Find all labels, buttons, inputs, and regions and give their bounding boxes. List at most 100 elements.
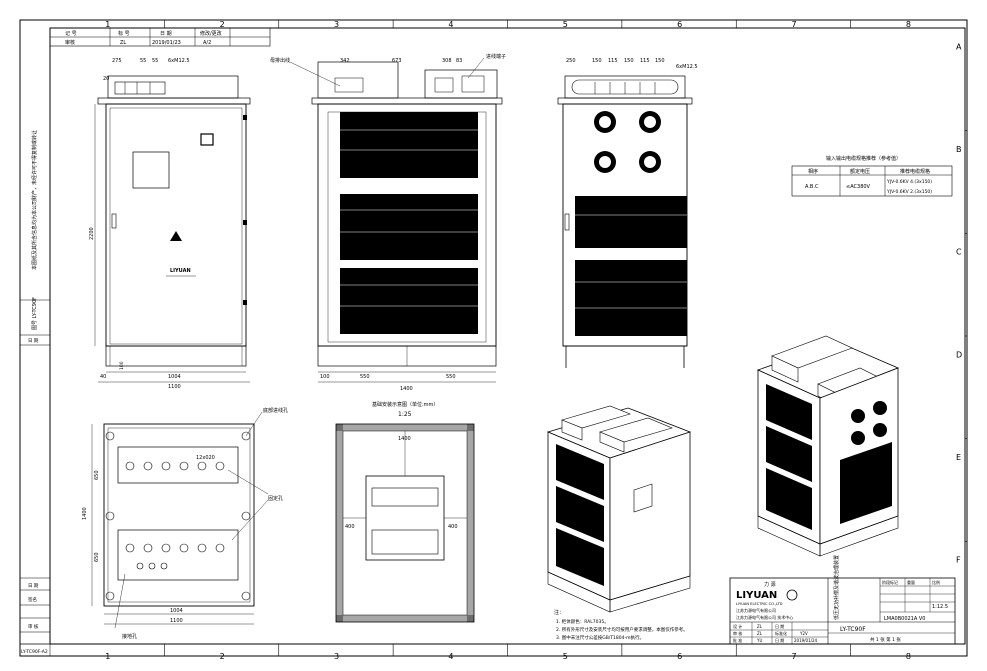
title-stage-label: 阶段标记 [882,579,898,585]
base-cutout-bottom [117,529,239,581]
front-indicator [200,133,214,146]
left-margin-strip: 本图纸及其所含信息均为本公司财产，未经许可不得复制或转让 图号 LY-TC90F… [19,130,51,657]
title-scale-value: 1:12.5 [932,604,948,610]
grid-col-label-top: 5 [563,20,568,29]
side-vent-lower [575,260,687,336]
rear-callout-terminal: 进线端子 [486,53,506,60]
rear-dim-4: 83 [456,58,462,64]
front-dim-2: 55 [140,58,146,64]
rear-vent-panel-middle [340,194,478,260]
base-dim-upper: 650 [94,470,100,480]
foundation-dim-right: 400 [448,524,458,530]
rear-vent-panel-bottom [340,268,478,334]
grid-row-label: F [956,556,961,565]
fan-icon [851,409,865,423]
rear-dim-half-left: 550 [360,374,370,380]
margin-corner-code: LY-TC90F-A2 [21,649,48,655]
margin-drawing-number: 图号 LY-TC90F [32,297,38,330]
grid-row-label: C [956,248,962,257]
grid-col-label-bottom: 6 [677,652,682,661]
iso-window [633,483,653,513]
grid-row-label: E [956,453,961,462]
rear-top-right-box [424,69,498,99]
grid-col-label-top: 1 [105,20,110,29]
base-dim-inner: 1004 [170,608,183,614]
notes-heading: 注： [554,609,564,616]
rev-header-label: 标 号 [118,30,130,37]
cable-header-spec: 推荐电缆规格 [900,168,930,175]
note-line-2: 2. 所有外形尺寸及安装尺寸均可按用户要求调整，本图仅作参考。 [556,626,688,633]
rev-row-name: ZL [120,40,126,46]
side-dim-1: 250 [566,58,576,64]
sign-row-1-role: 设 计 [733,623,742,629]
base-dim-lower: 650 [94,552,100,562]
base-callout-cable-entry: 底部进线孔 [263,407,288,414]
rev-row-role: 审核 [65,39,75,46]
rev-row-version: A/2 [203,40,211,46]
sign-row-3-name: YU [756,638,762,643]
title-sheet-count: 共 1 张 第 1 张 [870,636,901,643]
margin-vertical-notice: 本图纸及其所含信息均为本公司财产，未经许可不得复制或转让 [31,130,38,270]
side-dim-2: 150 [592,58,602,64]
front-dim-4: 6xM12.5 [168,58,190,64]
sign-row-2-label: 标准化 [775,630,787,636]
note-line-3: 3. 图中未注尺寸公差按GB/T1804-m执行。 [556,634,644,641]
grid-col-label-bottom: 2 [220,652,225,661]
fan-icon [873,423,887,437]
foundation-view: 基础安装示意图（单位:mm） 1:25 1400 400 400 [335,401,475,623]
front-logo: LIYUAN [170,268,191,274]
outer-frame [19,19,968,657]
margin-stamp-review: 审 核 [28,623,39,630]
sign-row-3-role: 批 准 [733,637,742,643]
grid-col-label-top: 3 [334,20,339,29]
grid-col-label-top: 8 [906,20,911,29]
sign-row-2-name: ZL [757,631,763,636]
margin-date-label: 日 期 [28,338,39,344]
side-dim-4: 150 [624,58,634,64]
sign-row-3-label: 日 期 [775,637,784,643]
grid-col-label-top: 4 [448,20,453,29]
front-top-box [107,75,239,99]
front-dim-width: 1100 [168,384,181,390]
cable-header-phase: 相序 [808,168,818,175]
cable-row-spec-1: YJV-0.6KV 4.(3x150) [886,179,932,185]
title-block: 力 源 LIYUAN LIYUAN ELECTRIC CO.,LTD 江苏力源电… [729,555,956,645]
title-logo: LIYUAN [736,590,777,601]
front-dim-3: 55 [152,58,158,64]
base-dim-holes: 12x020 [196,455,215,461]
warning-triangle-icon [170,231,182,241]
rear-dim-width: 1400 [400,386,413,392]
front-top-busbar [114,81,166,95]
grid-col-label-bottom: 7 [791,652,796,661]
rear-callout-busbar: 母排出线 [270,57,290,64]
base-callout-fixing: 固定孔 [268,495,283,502]
title-scale-label: 比例 [932,579,940,585]
sign-row-1-name: ZL [757,624,763,629]
rev-row-date: 2019/01/23 [152,40,181,46]
front-cabinet-body [105,103,247,347]
cable-row-spec-2: YJV-0.6KV 2.(3x150) [886,189,932,195]
side-dim-7: 6xM12.5 [676,64,698,70]
title-company-en: LIYUAN ELECTRIC CO.,LTD [736,602,783,606]
rear-dim-half-right: 550 [446,374,456,380]
iso-vent-2 [556,486,604,542]
front-dim-base: 40 [100,374,106,380]
base-dim-outer: 1100 [170,618,183,624]
foundation-slot-bottom [371,529,439,555]
front-door-handle [111,213,117,229]
front-dim-1: 275 [112,58,122,64]
iso2-vent-1 [766,384,812,440]
iso2-side-vent [840,442,892,524]
base-dim-depth: 1400 [82,507,88,520]
foundation-dim-width: 1400 [398,436,411,442]
revision-block: 记 号 标 号 日 期 修改/更改 审核 ZL 2019/01/23 A/2 [49,27,271,47]
foundation-dim-left: 400 [345,524,355,530]
title-drawing-code: LMA0B0021A V0 [884,616,925,622]
rear-vent-panel-top [340,112,478,178]
grid-col-label-bottom: 3 [334,652,339,661]
grid-col-label-top: 6 [677,20,682,29]
